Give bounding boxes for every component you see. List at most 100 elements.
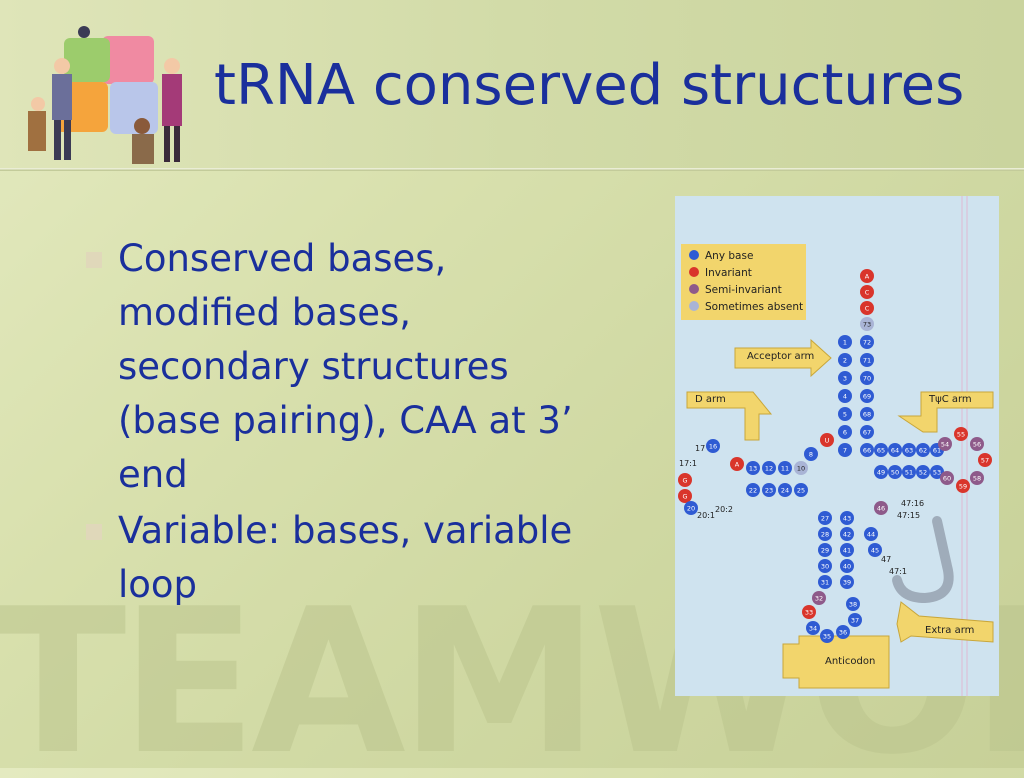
nucleotide bbox=[838, 353, 852, 367]
nucleotide bbox=[860, 389, 874, 403]
nucleotide bbox=[860, 285, 874, 299]
nucleotide bbox=[840, 559, 854, 573]
nucleotide-label: 16 bbox=[709, 443, 717, 451]
nucleotide-label: 41 bbox=[843, 547, 851, 555]
nucleotide-label: 65 bbox=[877, 447, 885, 455]
nucleotide bbox=[794, 461, 808, 475]
legend-item-sometimes-absent: Sometimes absent bbox=[689, 299, 803, 315]
nucleotide bbox=[860, 335, 874, 349]
nucleotide bbox=[778, 483, 792, 497]
nucleotide bbox=[874, 443, 888, 457]
nucleotide bbox=[794, 483, 808, 497]
nucleotide bbox=[970, 437, 984, 451]
nucleotide-label: 59 bbox=[959, 483, 967, 491]
bullet-square-icon bbox=[86, 252, 102, 268]
nucleotide bbox=[838, 443, 852, 457]
legend-dot-icon bbox=[689, 284, 699, 294]
nucleotide-label: 58 bbox=[973, 475, 981, 483]
legend-dot-icon bbox=[689, 301, 699, 311]
tpsic-arm-arrow-icon bbox=[897, 391, 994, 433]
position-label: 47:16 bbox=[901, 499, 924, 508]
nucleotide-label: 4 bbox=[843, 393, 847, 401]
nucleotide bbox=[746, 483, 760, 497]
nucleotide-label: 22 bbox=[749, 487, 757, 495]
d-arm-label: D arm bbox=[695, 394, 726, 405]
nucleotide-label: 52 bbox=[919, 469, 927, 477]
nucleotide bbox=[678, 489, 692, 503]
bullet-item: Variable: bases, variable loop bbox=[80, 504, 580, 612]
nucleotide bbox=[860, 301, 874, 315]
nucleotide-label: 64 bbox=[891, 447, 899, 455]
legend-item-invariant: Invariant bbox=[689, 265, 752, 281]
nucleotide bbox=[888, 465, 902, 479]
nucleotide bbox=[838, 407, 852, 421]
nucleotide-label: 73 bbox=[863, 321, 871, 329]
position-label: 47 bbox=[881, 555, 891, 564]
nucleotide-label: 5 bbox=[843, 411, 847, 419]
extra-arm-label: Extra arm bbox=[925, 625, 975, 636]
nucleotide bbox=[820, 433, 834, 447]
nucleotide-label: 60 bbox=[943, 475, 951, 483]
nucleotide-label: 33 bbox=[805, 609, 813, 617]
nucleotide bbox=[954, 427, 968, 441]
nucleotide-label: 34 bbox=[809, 625, 817, 633]
nucleotide bbox=[938, 437, 952, 451]
position-label: 47:1 bbox=[889, 567, 907, 576]
nucleotide bbox=[840, 527, 854, 541]
nucleotide bbox=[818, 543, 832, 557]
nucleotide bbox=[818, 559, 832, 573]
nucleotide-label: A bbox=[735, 461, 740, 469]
nucleotide-label: 11 bbox=[781, 465, 789, 473]
nucleotide-label: 1 bbox=[843, 339, 847, 347]
nucleotide-label: 63 bbox=[905, 447, 913, 455]
nucleotide-label: 40 bbox=[843, 563, 851, 571]
nucleotide-label: 45 bbox=[871, 547, 879, 555]
legend-item-any-base: Any base bbox=[689, 248, 753, 264]
nucleotide-label: 69 bbox=[863, 393, 871, 401]
acceptor-arrow-icon bbox=[734, 338, 832, 378]
nucleotide bbox=[846, 597, 860, 611]
nucleotide-label: 38 bbox=[849, 601, 857, 609]
nucleotide-label: 71 bbox=[863, 357, 871, 365]
teamwork-puzzle-clipart-icon bbox=[28, 26, 182, 164]
nucleotide bbox=[684, 501, 698, 515]
nucleotide-label: 23 bbox=[765, 487, 773, 495]
nucleotide bbox=[838, 389, 852, 403]
nucleotide bbox=[902, 465, 916, 479]
nucleotide bbox=[860, 371, 874, 385]
nucleotide-label: 35 bbox=[823, 633, 831, 641]
nucleotide bbox=[916, 443, 930, 457]
nucleotide bbox=[820, 629, 834, 643]
nucleotide-label: C bbox=[865, 289, 870, 297]
nucleotide-label: 7 bbox=[843, 447, 847, 455]
position-label: 47:15 bbox=[897, 511, 920, 520]
nucleotide-label: 32 bbox=[815, 595, 823, 603]
nucleotide-label: 12 bbox=[765, 465, 773, 473]
nucleotide-label: 57 bbox=[981, 457, 989, 465]
legend: Any base Invariant Semi-invariant Someti… bbox=[681, 244, 806, 320]
legend-item-semi-invariant: Semi-invariant bbox=[689, 282, 782, 298]
nucleotide-label: 49 bbox=[877, 469, 885, 477]
nucleotide-label: 37 bbox=[851, 617, 859, 625]
nucleotide-label: 36 bbox=[839, 629, 847, 637]
nucleotide bbox=[868, 543, 882, 557]
nucleotide bbox=[806, 621, 820, 635]
nucleotide bbox=[840, 511, 854, 525]
nucleotide bbox=[818, 575, 832, 589]
nucleotide bbox=[838, 425, 852, 439]
anticodon-arrow-icon bbox=[782, 635, 890, 689]
nucleotide-label: 66 bbox=[863, 447, 871, 455]
nucleotide-label: 20 bbox=[687, 505, 695, 513]
nucleotide-label: A bbox=[865, 273, 870, 281]
nucleotide bbox=[864, 527, 878, 541]
variable-loop-hook-icon bbox=[892, 516, 954, 604]
nucleotide-label: 67 bbox=[863, 429, 871, 437]
nucleotide-label: 6 bbox=[843, 429, 847, 437]
nucleotide bbox=[804, 447, 818, 461]
bullet-square-icon bbox=[86, 524, 102, 540]
nucleotide bbox=[978, 453, 992, 467]
position-label: 20:1 bbox=[697, 511, 715, 520]
nucleotide-label: 25 bbox=[797, 487, 805, 495]
nucleotide-label: U bbox=[825, 437, 830, 445]
